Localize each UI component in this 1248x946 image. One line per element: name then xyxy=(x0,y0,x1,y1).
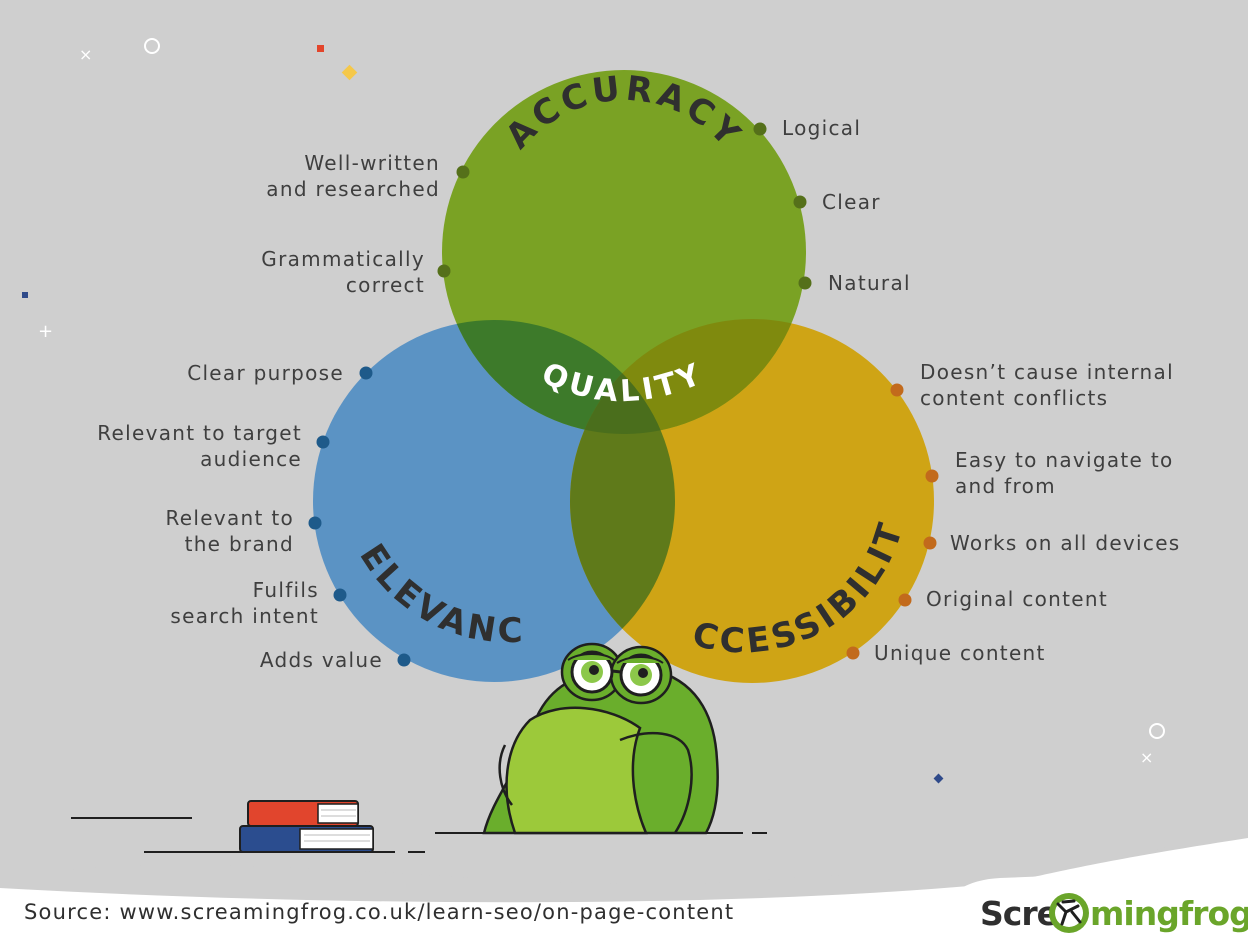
overlap-accuracy-accessibility xyxy=(570,319,806,434)
relevancy-item-clear-purpose: Clear purpose xyxy=(187,361,373,385)
logo-text-right: mingfrog xyxy=(1090,894,1248,933)
relevancy-item-adds-value: Adds value xyxy=(260,648,411,672)
ring-icon xyxy=(1149,723,1165,739)
bullet-dot xyxy=(359,366,373,380)
accessibility-item-original-content: Original content xyxy=(898,587,1108,611)
item-label: Unique content xyxy=(874,641,1046,665)
item-label: search intent xyxy=(170,604,319,628)
bullet-dot xyxy=(333,588,347,602)
source-caption: Source: www.screamingfrog.co.uk/learn-se… xyxy=(24,900,734,924)
accuracy-item-grammatically-correct: Grammatically correct xyxy=(261,247,451,297)
relevancy-item-target-audience: Relevant to target audience xyxy=(97,421,330,471)
item-label: correct xyxy=(346,273,425,297)
item-label: Grammatically xyxy=(261,247,425,271)
frog-logo-icon xyxy=(1049,893,1089,933)
logo-text-left: Scre xyxy=(980,894,1058,933)
bullet-dot xyxy=(437,264,451,278)
square-icon xyxy=(317,45,324,52)
accuracy-item-natural: Natural xyxy=(798,271,911,295)
accessibility-item-content-conflicts: Doesn’t cause internal content conflicts xyxy=(890,360,1174,410)
bullet-dot xyxy=(798,276,812,290)
item-label: Clear purpose xyxy=(187,361,344,385)
bullet-dot xyxy=(397,653,411,667)
item-label: Works on all devices xyxy=(950,531,1181,555)
accessibility-item-all-devices: Works on all devices xyxy=(923,531,1181,555)
bullet-dot xyxy=(308,516,322,530)
bullet-dot xyxy=(456,165,470,179)
accuracy-item-logical: Logical xyxy=(753,116,861,140)
square-icon xyxy=(22,292,28,298)
item-label: Relevant to target xyxy=(97,421,302,445)
bullet-dot xyxy=(890,383,904,397)
item-label: Fulfils xyxy=(253,578,319,602)
plus-icon: + xyxy=(38,321,53,342)
item-label: the brand xyxy=(185,532,294,556)
relevancy-item-the-brand: Relevant to the brand xyxy=(165,506,322,556)
bullet-dot xyxy=(793,195,807,209)
bullet-dot xyxy=(753,122,767,136)
item-label: Adds value xyxy=(260,648,383,672)
relevancy-item-search-intent: Fulfils search intent xyxy=(170,578,347,628)
item-label: and from xyxy=(955,474,1056,498)
diamond-icon xyxy=(933,773,944,784)
item-label: Natural xyxy=(828,271,911,295)
item-label: and researched xyxy=(266,177,440,201)
item-label: audience xyxy=(200,447,302,471)
item-label: Logical xyxy=(782,116,861,140)
item-label: content conflicts xyxy=(920,386,1108,410)
frog-mascot xyxy=(482,642,719,835)
bullet-dot xyxy=(898,593,912,607)
item-label: Easy to navigate to xyxy=(955,448,1174,472)
overlap-accuracy-relevancy xyxy=(442,320,675,434)
books-illustration xyxy=(239,800,374,853)
ring-icon xyxy=(144,38,160,54)
decorative-confetti: × + × xyxy=(22,38,1165,784)
accessibility-item-unique-content: Unique content xyxy=(846,641,1046,665)
item-label: Original content xyxy=(926,587,1108,611)
bullet-dot xyxy=(923,536,937,550)
bullet-dot xyxy=(846,646,860,660)
accessibility-item-easy-navigate: Easy to navigate to and from xyxy=(925,448,1174,498)
cross-icon: × xyxy=(1140,748,1153,767)
bullet-dot xyxy=(925,469,939,483)
item-label: Well-written xyxy=(304,151,440,175)
cross-icon: × xyxy=(79,45,92,64)
item-label: Doesn’t cause internal xyxy=(920,360,1174,384)
accuracy-item-clear: Clear xyxy=(793,190,881,214)
screamingfrog-logo: Scre mingfrog xyxy=(980,893,1248,933)
item-label: Relevant to xyxy=(165,506,294,530)
item-label: Clear xyxy=(822,190,881,214)
bullet-dot xyxy=(316,435,330,449)
accuracy-item-well-written: Well-written and researched xyxy=(266,151,470,201)
